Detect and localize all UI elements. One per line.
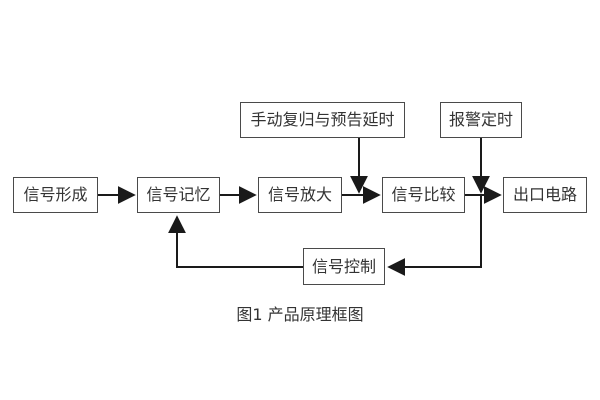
node-signal-comparison: 信号比较 (382, 177, 465, 213)
diagram-caption: 图1 产品原理框图 (236, 305, 364, 324)
node-output-circuit: 出口电路 (503, 177, 587, 213)
node-signal-control: 信号控制 (303, 248, 385, 285)
arrow-junction-to-signal-control (387, 196, 482, 276)
arrow-signal-control-to-memory (168, 215, 303, 268)
node-signal-formation: 信号形成 (13, 177, 98, 213)
node-manual-reset-delay: 手动复归与预告延时 (240, 102, 405, 138)
node-signal-memory: 信号记忆 (137, 177, 220, 213)
node-alarm-timing: 报警定时 (440, 102, 522, 138)
node-signal-amplification: 信号放大 (258, 177, 342, 213)
